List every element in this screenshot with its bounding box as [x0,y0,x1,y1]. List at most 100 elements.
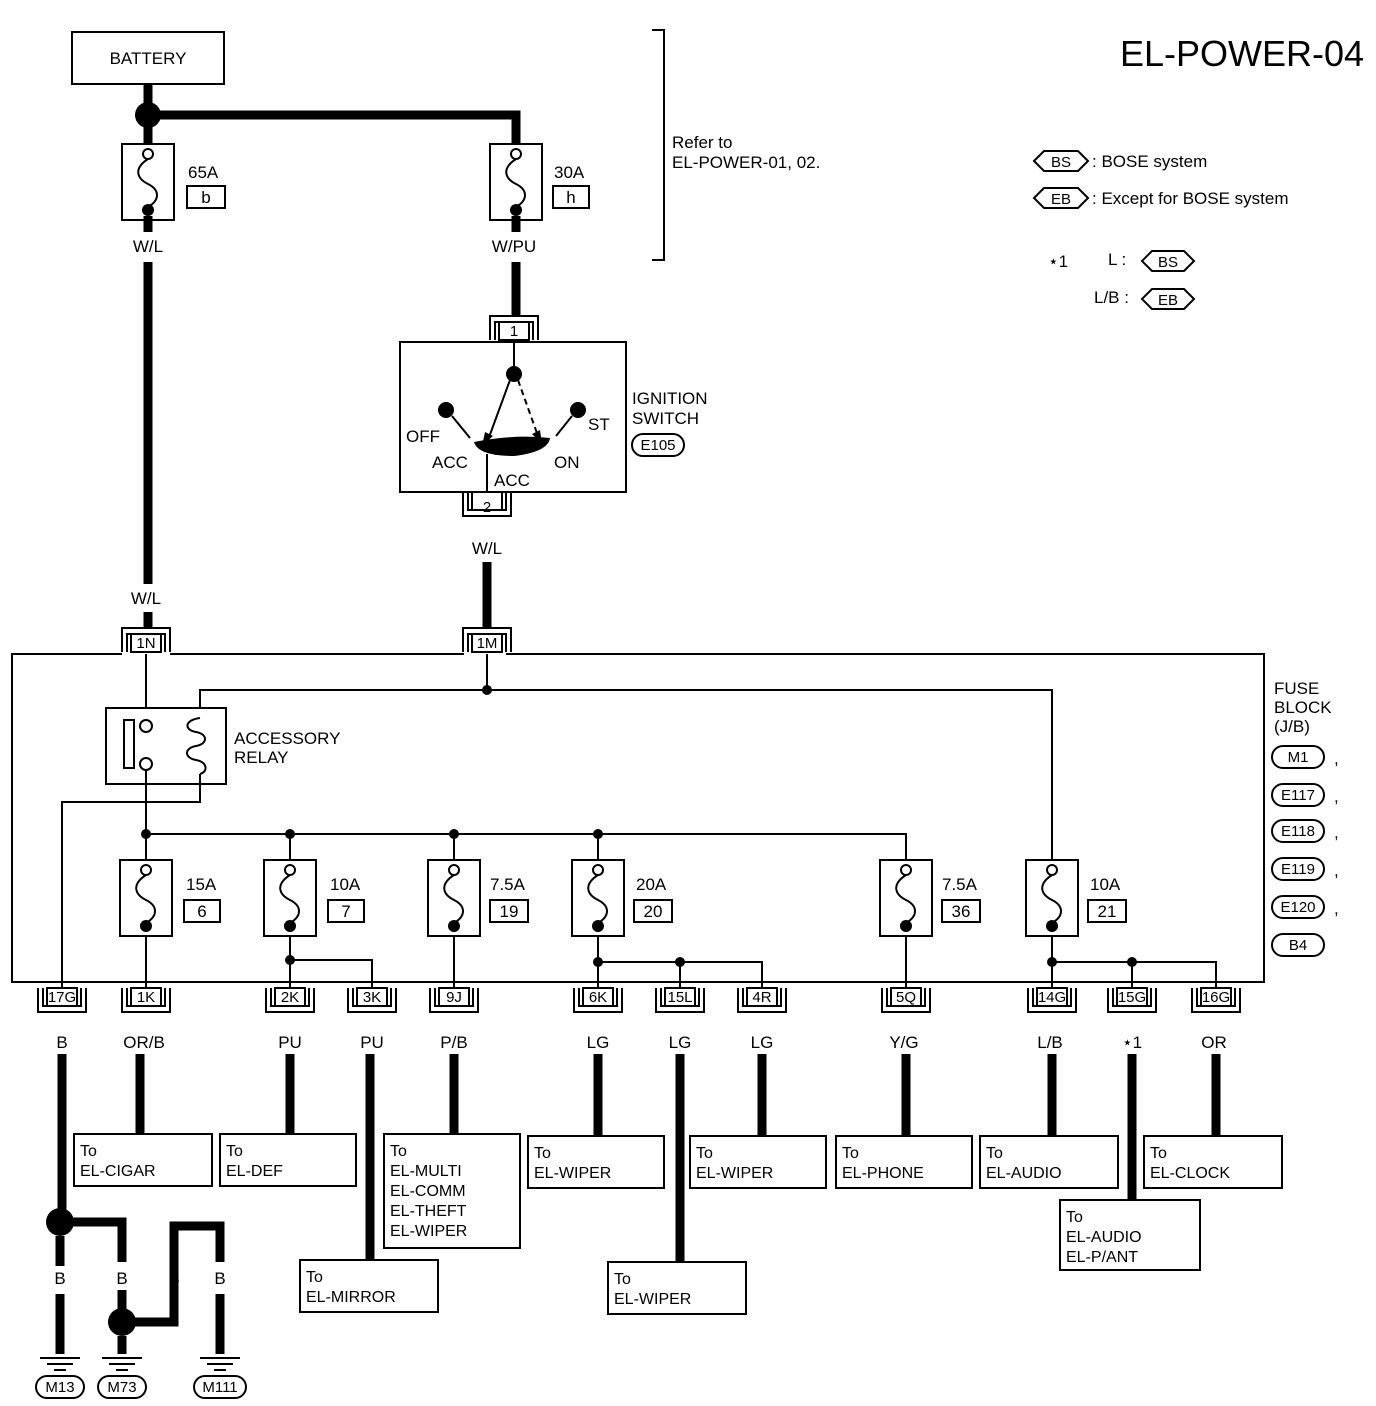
fuse-id: 6 [197,902,206,921]
ignition-title1: IGNITION [632,389,708,408]
legend: BS : BOSE system EB : Except for BOSE sy… [1032,150,1289,310]
fuse-block-title3: (J/B) [1274,717,1310,736]
dest-line: EL-WIPER [696,1165,773,1182]
dest-to: To [306,1269,323,1286]
fuse-block-connector-e117: E117 [1281,787,1315,804]
battery: BATTERY [71,31,225,85]
destination-wiper-3: To EL-WIPER [607,1261,747,1315]
ground-wire-3: B [168,1269,179,1288]
fuse-block: 1N 1M FUSE BLOCK (J/B) [11,627,1332,983]
destination-wiper-2: To EL-WIPER [689,1135,827,1189]
fuse-id: 36 [952,902,971,921]
terminal-15l: 15L [667,989,692,1006]
fuse-block-in-left: 1N [136,635,155,652]
dest-to: To [534,1145,551,1162]
wire-3k: PU [360,1033,384,1052]
terminal-5q: 5Q [896,989,916,1006]
fuse-amp: 7.5A [490,875,526,894]
terminal-4r: 4R [752,989,771,1006]
legend-note-lb: L/B : [1094,288,1129,307]
fuse-id: 20 [644,902,663,921]
fuse-block-connector-e119: E119 [1281,861,1315,878]
fuse-30a-amp: 30A [554,163,585,182]
destination-phone: To EL-PHONE [835,1135,973,1189]
relay-label2: RELAY [234,748,289,767]
legend-note-l-tag: BS [1158,254,1178,271]
fuse-30a: 30A h W/PU [489,143,590,316]
dest-to: To [390,1143,407,1160]
fuse-id: 21 [1098,902,1117,921]
fuse-65a-wire: W/L [133,237,163,256]
terminal-14g: 14G [1038,989,1066,1006]
fuse-id: 19 [500,902,519,921]
diagram-title: EL-POWER-04 [1120,33,1364,74]
ignition-out-wire: W/L [472,539,502,558]
ignition-acc: ACC [494,471,530,490]
dest-to: To [614,1271,631,1288]
fuse-block-connectors: M1 , E117 , E118 , E119 , E120 , B4 [1271,745,1339,957]
fuse-block-connector-b4: B4 [1289,937,1307,954]
fuse-amp: 10A [330,875,361,894]
dest-line: EL-MIRROR [306,1289,396,1306]
dest-line: EL-CIGAR [80,1163,156,1180]
fuse-7-5a-19: 7.5A 19 [427,859,529,937]
refer-line1: Refer to [672,133,732,152]
battery-bus [135,84,521,150]
fuse-block-connector-sep: , [1334,899,1339,918]
fuse-15a-6: 15A 6 [119,859,221,937]
wire-4r: LG [751,1033,774,1052]
fuse-block-connector-e118: E118 [1281,823,1315,840]
terminal-6k: 6K [589,989,607,1006]
wire-15g: ⋆1 [1122,1033,1142,1052]
legend-note-mark: ⋆1 [1048,252,1068,271]
wire-6k: LG [587,1033,610,1052]
fuse-amp: 10A [1090,875,1121,894]
terminal-17g: 17G [48,989,76,1006]
fuse-block-connector-sep: , [1334,787,1339,806]
dest-line: EL-AUDIO [1066,1229,1142,1246]
legend-note-lb-tag: EB [1158,292,1178,309]
fuse-65a-amp: 65A [188,163,219,182]
ignition-off: OFF [406,427,440,446]
destination-wiper-1: To EL-WIPER [527,1135,665,1189]
dest-line: EL-WIPER [614,1291,691,1308]
fuse-amp: 20A [636,875,667,894]
ground-network: B B B B M13 M73 M111 [35,1208,247,1399]
fuse-20a-20: 20A 20 [571,859,673,937]
ground-connector-m13: M13 [45,1379,74,1396]
dest-line: EL-CLOCK [1150,1165,1230,1182]
fuse-10a-7: 10A 7 [263,859,365,937]
fuse-30a-id: h [566,188,575,207]
legend-eb-tag: EB [1051,191,1071,208]
ground-wire-4: B [214,1269,225,1288]
relay-feed-wire: W/L [131,589,161,608]
fuse-block-wiring: ACCESSORY RELAY [61,654,1217,990]
fuse-7-5a-36: 7.5A 36 [879,859,981,937]
fuse-block-connector-sep: , [1334,823,1339,842]
terminal-16g: 16G [1202,989,1230,1006]
output-wires [57,1054,1221,1262]
fuse-block-connector-m1: M1 [1288,749,1309,766]
dest-to: To [1150,1145,1167,1162]
legend-note-l: L : [1108,250,1126,269]
wire-14g: L/B [1037,1033,1063,1052]
destination-clock: To EL-CLOCK [1143,1135,1283,1189]
fuse-block-connector-e120: E120 [1280,899,1315,916]
wire-15l: LG [669,1033,692,1052]
dest-line: EL-COMM [390,1183,466,1200]
ignition-pin-in: 1 [510,323,518,340]
fuse-block-title1: FUSE [1274,679,1319,698]
ignition-pin-out: 2 [483,499,491,516]
ignition-st: ST [588,415,610,434]
terminal-9j: 9J [446,989,462,1006]
ground-wire-2: B [116,1269,127,1288]
refer-line2: EL-POWER-01, 02. [672,153,820,172]
dest-to: To [696,1145,713,1162]
destination-def: To EL-DEF [219,1133,357,1187]
ignition-on: ON [554,453,580,472]
ignition-title2: SWITCH [632,409,699,428]
wire-17g: B [56,1033,67,1052]
terminal-1k: 1K [137,989,155,1006]
dest-to: To [986,1145,1003,1162]
ground-wire-1: B [54,1269,65,1288]
